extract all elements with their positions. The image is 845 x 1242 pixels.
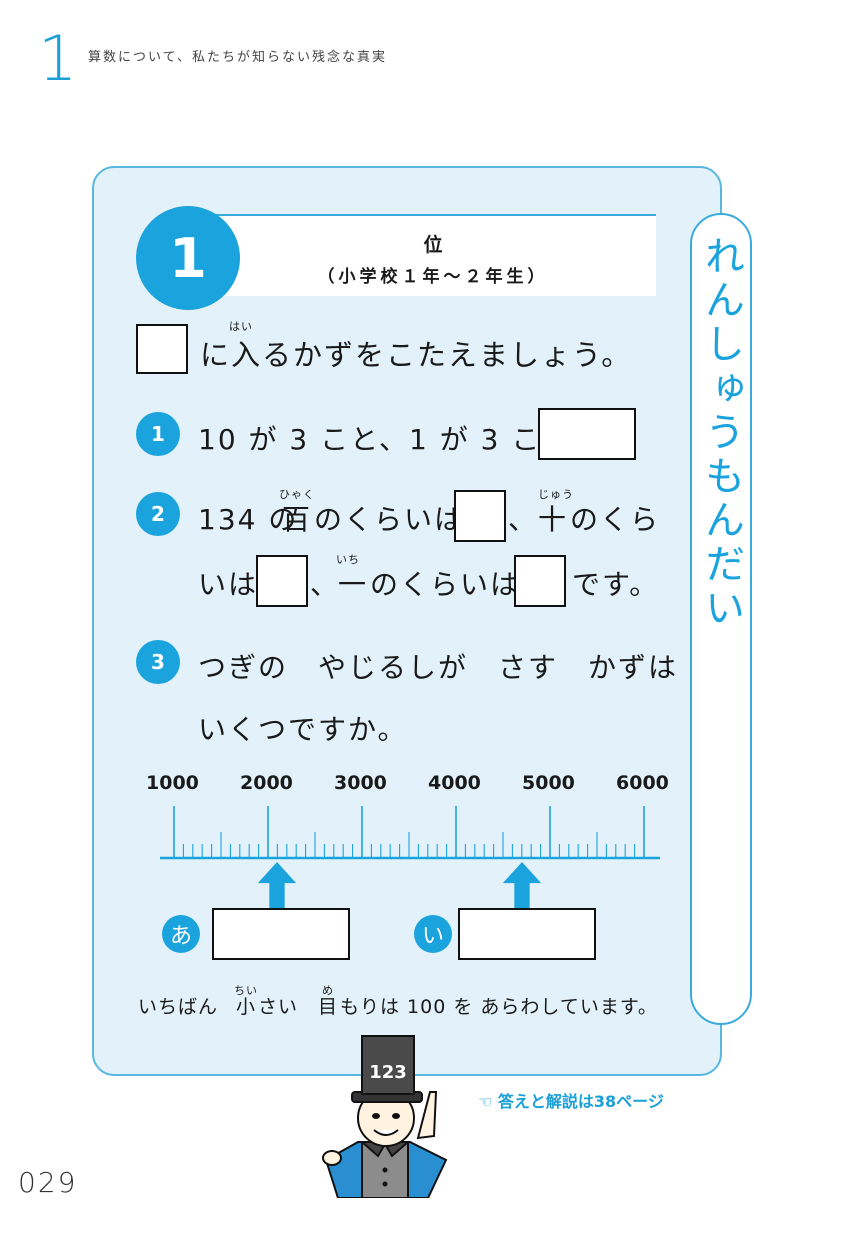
mascot-illustration: 123 — [322, 1035, 448, 1198]
question-2-line1-a: 134 の — [198, 503, 299, 536]
question-2-answer-box-ones[interactable] — [514, 555, 566, 607]
question-2-ruby-ichi: いち — [336, 553, 360, 566]
answer-label-i: い — [414, 915, 452, 953]
question-2-comma-1: 、 — [508, 503, 539, 536]
problem-title: 位 — [423, 234, 443, 256]
question-1-answer-box[interactable] — [538, 408, 636, 460]
question-1-text: 10 が 3 こと、1 が 3 こで — [198, 423, 572, 456]
question-2-kanji-juu: 十 — [538, 503, 569, 536]
question-2-comma-2: 、 — [310, 568, 341, 601]
note-text-b: さい — [258, 996, 299, 1018]
chapter-number: 1 — [38, 22, 78, 95]
note-text-a: いちばん — [138, 996, 219, 1018]
title-band: 位 （小学校１年〜２年生） — [210, 214, 656, 296]
question-3-line2: いくつですか。 — [198, 713, 408, 746]
arrow-a-icon — [258, 862, 297, 908]
answer-box-a[interactable] — [212, 908, 350, 960]
side-tab: れんしゅうもんだい — [690, 213, 752, 1025]
side-tab-label: れんしゅうもんだい — [698, 235, 744, 631]
answer-box-i[interactable] — [458, 908, 596, 960]
problem-grade: （小学校１年〜２年生） — [317, 267, 549, 287]
question-3-badge: 3 — [136, 640, 180, 684]
question-2-answer-box-tens[interactable] — [256, 555, 308, 607]
note-kanji-me: 目 — [318, 996, 339, 1018]
scale-label-4000: 4000 — [428, 772, 481, 794]
arrow-b-icon — [502, 862, 541, 908]
scale-label-3000: 3000 — [334, 772, 387, 794]
question-2-ruby-juu: じゅう — [538, 488, 574, 501]
scale-label-1000: 1000 — [146, 772, 199, 794]
note-kanji-chii: 小 — [236, 996, 257, 1018]
instruction-ruby: はい — [229, 320, 253, 333]
mascot-hat-text: 123 — [369, 1062, 407, 1083]
question-3-line1: つぎの やじるしが さす かずは — [198, 651, 679, 684]
problem-number-badge: 1 — [136, 206, 240, 310]
note-ruby-chii: ちい — [234, 984, 258, 997]
question-2-line2-a: いは — [198, 568, 259, 601]
note-text-c: もりは 100 を あらわしています。 — [340, 996, 658, 1018]
scale-label-6000: 6000 — [616, 772, 669, 794]
scale-label-5000: 5000 — [522, 772, 575, 794]
question-2-badge: 2 — [136, 492, 180, 536]
note-ruby-me: め — [322, 984, 334, 997]
question-2-line1-b: のくらいは — [314, 503, 465, 536]
answer-label-a: あ — [162, 915, 200, 953]
instruction-answer-box — [136, 324, 188, 374]
page-number: 029 — [18, 1166, 78, 1199]
question-2-answer-box-hundreds[interactable] — [454, 490, 506, 542]
scale-label-2000: 2000 — [240, 772, 293, 794]
chapter-title: 算数について、私たちが知らない残念な真実 — [88, 50, 387, 65]
answer-page-link[interactable]: ☜ 答えと解説は38ページ — [478, 1092, 664, 1111]
question-2-kanji-ichi: 一 — [338, 568, 369, 601]
number-line — [160, 806, 660, 860]
question-2-kanji-hyaku: 百 — [282, 503, 313, 536]
instruction-text: に入るかずをこたえましょう。 — [200, 338, 633, 372]
question-2-ruby-hyaku: ひゃく — [279, 488, 315, 501]
question-2-line2-d: です。 — [572, 568, 660, 601]
question-2-line2-c: のくらいは — [370, 568, 521, 601]
question-2-line1-d: のくら — [570, 503, 661, 536]
question-1-badge: 1 — [136, 412, 180, 456]
